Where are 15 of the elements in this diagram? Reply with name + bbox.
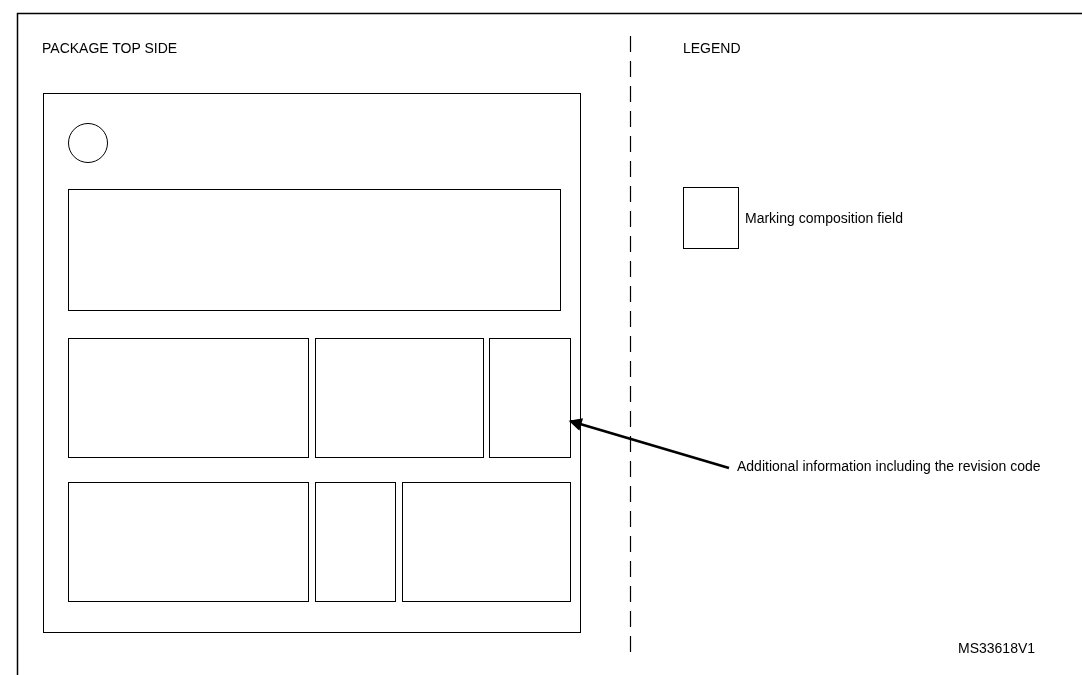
figure-code: MS33618V1 bbox=[958, 639, 1036, 658]
marking-field bbox=[315, 482, 396, 602]
package-outline bbox=[43, 93, 581, 633]
marking-field bbox=[489, 338, 571, 458]
marking-field bbox=[315, 338, 484, 458]
leader-line bbox=[568, 418, 730, 470]
section-heading: LEGEND bbox=[683, 39, 741, 58]
callout-text: Additional information including the revision code bbox=[737, 456, 1057, 500]
marking-field bbox=[402, 482, 571, 602]
marking-field bbox=[68, 482, 309, 602]
marking-field bbox=[68, 189, 561, 311]
section-heading: PACKAGE TOP SIDE bbox=[42, 39, 178, 58]
marking-field bbox=[68, 338, 309, 458]
legend-text: Marking composition field bbox=[745, 209, 903, 228]
circle-mark bbox=[68, 123, 108, 163]
